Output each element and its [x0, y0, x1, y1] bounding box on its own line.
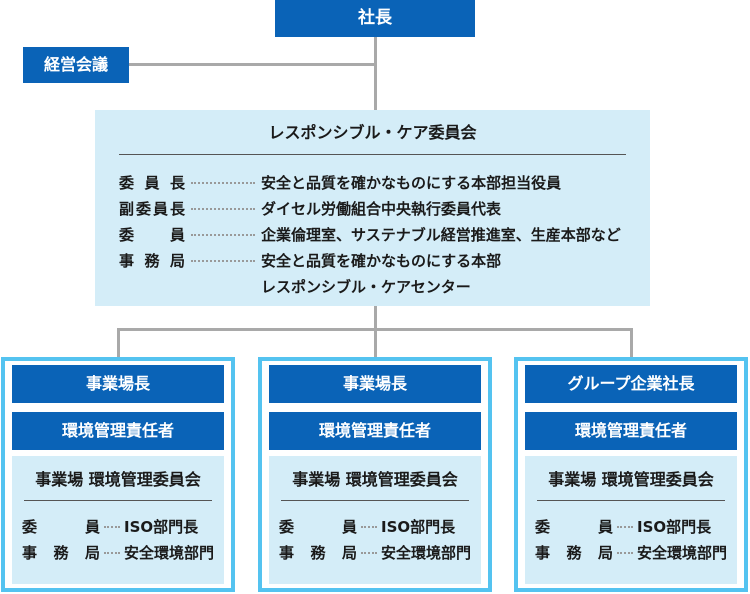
role-value: ダイセル労働組合中央執行委員代表	[261, 200, 502, 218]
role-value-line-1: 安全と品質を確かなものにする本部	[261, 252, 502, 270]
committee-divider	[119, 154, 626, 155]
connector-drop-site-3	[630, 331, 633, 357]
site-committee-title: 事業場 環境管理委員会	[548, 470, 714, 489]
leader-dots	[617, 552, 633, 554]
committee-row-members: 委員 企業倫理室、サステナブル経営推進室、生産本部など	[119, 222, 626, 248]
role-label: 委員	[279, 518, 357, 536]
president-box: 社長	[275, 0, 475, 37]
leader-dots	[191, 234, 255, 236]
role-label: 事務局	[22, 544, 100, 562]
site-row-secretariat: 事務局 安全環境部門	[22, 540, 214, 566]
connector-council-president	[129, 63, 375, 66]
committee-row-vice-chair: 副委員長 ダイセル労働組合中央執行委員代表	[119, 196, 626, 222]
committee-row-chair: 委員長 安全と品質を確かなものにする本部担当役員	[119, 170, 626, 196]
group-company-president-bar: グループ企業社長	[525, 365, 737, 403]
env-manager-bar: 環境管理責任者	[525, 412, 737, 450]
site-row-secretariat: 事務局 安全環境部門	[279, 540, 471, 566]
role-label: 委員	[119, 226, 185, 244]
role-value: 安全と品質を確かなものにする本部 レスポンシブル・ケアセンター	[261, 248, 626, 300]
site-committee-divider	[24, 500, 212, 501]
leader-dots	[191, 208, 255, 210]
role-label: 委員長	[119, 174, 185, 192]
role-label: 事務局	[119, 252, 185, 270]
leader-dots	[104, 526, 120, 528]
committee-rows: 委員長 安全と品質を確かなものにする本部担当役員 副委員長 ダイセル労働組合中央…	[119, 170, 626, 300]
role-value: ISO部門長	[124, 518, 199, 536]
leader-dots	[361, 526, 377, 528]
connector-branch-horizontal	[117, 328, 633, 331]
site-committee-panel: 事業場 環境管理委員会 委員 ISO部門長 事務局 安全環境部門	[269, 456, 481, 584]
connector-president-committee	[374, 37, 377, 110]
site-committee-title: 事業場 環境管理委員会	[35, 470, 201, 489]
site-committee-rows: 委員 ISO部門長 事務局 安全環境部門	[22, 514, 214, 566]
leader-dots	[617, 526, 633, 528]
connector-committee-branch	[374, 306, 377, 331]
role-label: 副委員長	[119, 200, 185, 218]
role-value: 安全環境部門	[124, 544, 215, 562]
site-committee-panel: 事業場 環境管理委員会 委員 ISO部門長 事務局 安全環境部門	[525, 456, 737, 584]
connector-drop-site-2	[374, 331, 377, 357]
site-row-members: 委員 ISO部門長	[279, 514, 471, 540]
site-head-bar: 事業場長	[12, 365, 224, 403]
role-value: ISO部門長	[381, 518, 456, 536]
leader-dots	[191, 260, 255, 262]
site-committee-panel: 事業場 環境管理委員会 委員 ISO部門長 事務局 安全環境部門	[12, 456, 224, 584]
management-council-box: 経営会議	[23, 47, 129, 83]
role-label: 委員	[535, 518, 613, 536]
site-row-members: 委員 ISO部門長	[535, 514, 727, 540]
leader-dots	[361, 552, 377, 554]
site-card-2: 事業場長 環境管理責任者 事業場 環境管理委員会 委員 ISO部門長 事務局 安…	[258, 357, 492, 592]
committee-row-secretariat: 事務局 安全と品質を確かなものにする本部 レスポンシブル・ケアセンター	[119, 248, 626, 300]
site-committee-rows: 委員 ISO部門長 事務局 安全環境部門	[279, 514, 471, 566]
committee-title: レスポンシブル・ケア委員会	[268, 123, 477, 142]
site-committee-rows: 委員 ISO部門長 事務局 安全環境部門	[535, 514, 727, 566]
role-value: 安全環境部門	[637, 544, 728, 562]
responsible-care-committee-panel: レスポンシブル・ケア委員会 委員長 安全と品質を確かなものにする本部担当役員 副…	[95, 110, 650, 306]
connector-drop-site-1	[117, 331, 120, 357]
site-card-1: 事業場長 環境管理責任者 事業場 環境管理委員会 委員 ISO部門長 事務局 安…	[1, 357, 235, 592]
site-committee-title: 事業場 環境管理委員会	[292, 470, 458, 489]
site-card-3: グループ企業社長 環境管理責任者 事業場 環境管理委員会 委員 ISO部門長 事…	[514, 357, 748, 592]
site-head-bar: 事業場長	[269, 365, 481, 403]
site-row-members: 委員 ISO部門長	[22, 514, 214, 540]
env-manager-bar: 環境管理責任者	[269, 412, 481, 450]
role-value: ISO部門長	[637, 518, 712, 536]
role-label: 事務局	[279, 544, 357, 562]
env-manager-bar: 環境管理責任者	[12, 412, 224, 450]
leader-dots	[104, 552, 120, 554]
site-committee-divider	[281, 500, 469, 501]
site-committee-divider	[537, 500, 725, 501]
leader-dots	[191, 182, 255, 184]
role-value: 安全環境部門	[381, 544, 472, 562]
role-label: 委員	[22, 518, 100, 536]
role-value: 安全と品質を確かなものにする本部担当役員	[261, 174, 562, 192]
site-row-secretariat: 事務局 安全環境部門	[535, 540, 727, 566]
role-value: 企業倫理室、サステナブル経営推進室、生産本部など	[261, 226, 621, 244]
role-label: 事務局	[535, 544, 613, 562]
role-value-line-2: レスポンシブル・ケアセンター	[261, 278, 471, 296]
